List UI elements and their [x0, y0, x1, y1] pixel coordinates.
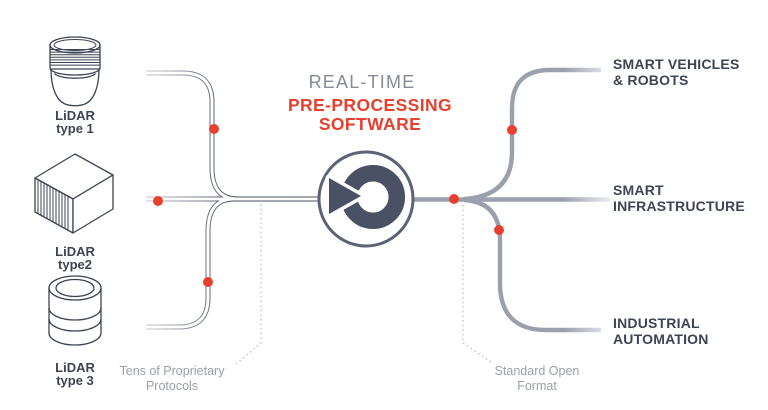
lidar-1-name: LiDAR	[55, 108, 95, 123]
center-title-line3: SOFTWARE	[318, 114, 422, 134]
output-3-line1: INDUSTRIAL	[613, 315, 700, 331]
lidar-type-2-icon	[34, 153, 114, 234]
center-title-line2: PRE-PROCESSING	[287, 95, 453, 115]
output-smart-infrastructure-label: SMART INFRASTRUCTURE	[613, 182, 768, 214]
annot-right-line1: Standard Open	[494, 364, 580, 378]
lidar-3-type: type 3	[56, 372, 94, 388]
lidar-type-3-label: LiDAR type 3	[20, 360, 130, 388]
data-flow-dots	[153, 124, 517, 287]
input-tubes	[146, 70, 330, 330]
output-2-line2: INFRASTRUCTURE	[613, 197, 745, 214]
annot-left-line1: Tens of Proprietary	[119, 364, 225, 378]
output-industrial-automation-label: INDUSTRIAL AUTOMATION	[613, 315, 768, 347]
lidar-type-1-label: LiDAR type 1	[20, 108, 130, 136]
lidar-type-3-icon	[48, 275, 102, 346]
output-2-line1: SMART	[613, 182, 664, 198]
annot-left-line2: Protocols	[145, 378, 199, 393]
output-smart-vehicles-label: SMART VEHICLES & ROBOTS	[613, 56, 768, 88]
output-1-line2: & ROBOTS	[613, 71, 689, 88]
right-guide-dotted-line	[462, 205, 492, 363]
output-1-line1: SMART VEHICLES	[613, 56, 740, 72]
left-guide-dotted-line	[233, 204, 262, 367]
lidar-2-type: type2	[58, 256, 92, 272]
center-title-software: PRE-PROCESSING SOFTWARE	[260, 96, 480, 134]
lidar-1-type: type 1	[56, 120, 94, 136]
annot-right-line2: Format	[517, 378, 557, 393]
standard-open-format-annotation: Standard Open Format	[452, 364, 622, 393]
lidar-type-1-icon	[49, 36, 101, 107]
proprietary-protocols-annotation: Tens of Proprietary Protocols	[87, 364, 257, 393]
lidar-2-name: LiDAR	[55, 244, 95, 259]
lidar-3-name: LiDAR	[55, 360, 95, 375]
preprocessing-software-icon	[317, 150, 415, 248]
output-3-line2: AUTOMATION	[613, 330, 709, 347]
center-title-realtime: REAL-TIME	[308, 72, 416, 92]
lidar-type-2-label: LiDAR type2	[20, 244, 130, 272]
